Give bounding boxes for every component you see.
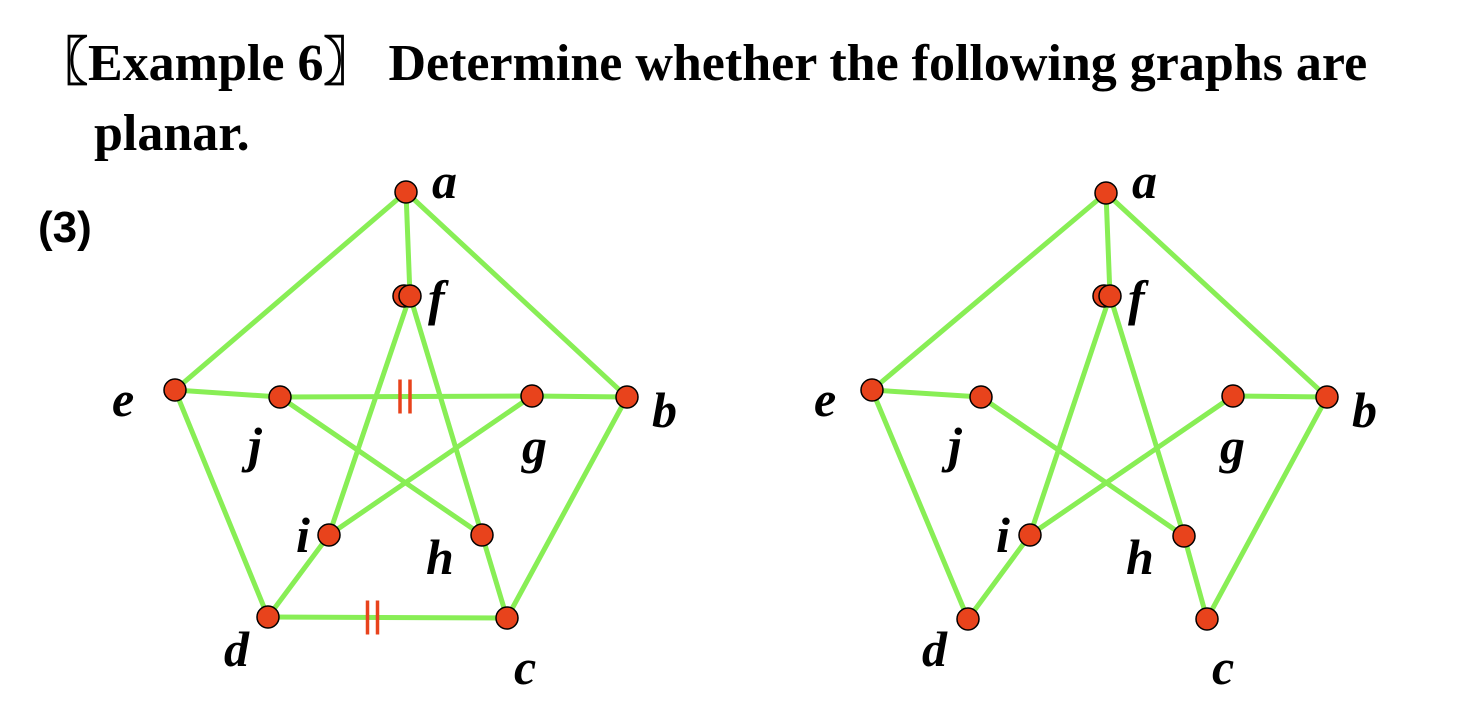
vertex-label-b: b — [1352, 382, 1377, 438]
edge-a-e — [172, 189, 409, 393]
part-label: (3) — [38, 203, 92, 252]
vertex-label-i: i — [296, 507, 310, 563]
edge-e-d — [869, 387, 971, 622]
edge-a-b — [1103, 190, 1330, 400]
vertex-d — [256, 605, 280, 629]
vertex-label-f: f — [428, 270, 449, 326]
vertex-label-e: e — [814, 371, 836, 427]
vertex-h — [1172, 524, 1196, 548]
edge-e-d — [172, 387, 271, 620]
edge-h-c — [479, 532, 510, 621]
vertex-b — [615, 385, 639, 409]
edge-b-c — [504, 394, 630, 621]
graph-left: a b c d e f g h ij — [112, 153, 677, 695]
edge-g-b — [529, 393, 630, 400]
edge-i-d — [965, 532, 1033, 622]
edge-j-g — [277, 393, 535, 400]
vertex-c — [495, 606, 519, 630]
edge-j-h — [978, 394, 1187, 539]
edge-a-b — [403, 189, 630, 400]
vertex-label-c: c — [514, 639, 536, 695]
vertex-d — [956, 607, 980, 631]
vertex-label-h: h — [426, 529, 454, 585]
edge-d-c — [265, 614, 510, 621]
edge-a-f — [403, 189, 413, 299]
edge-f-h — [407, 293, 485, 538]
edge-g-i — [1027, 393, 1236, 538]
vertex-label-h: h — [1126, 529, 1154, 585]
vertex-f — [398, 284, 422, 308]
vertex-label-a: a — [432, 153, 457, 209]
vertex-label-f: f — [1128, 270, 1149, 326]
edge-b-c — [1204, 394, 1330, 622]
edge-f-h — [1107, 293, 1187, 539]
edge-f-i — [326, 293, 413, 538]
edge-a-e — [869, 190, 1109, 393]
vertex-a — [394, 180, 418, 204]
vertex-label-j: j — [941, 417, 963, 473]
edge-f-i — [1027, 293, 1113, 538]
edge-g-b — [1230, 393, 1330, 400]
vertex-g — [1221, 384, 1245, 408]
vertex-label-d: d — [922, 621, 948, 677]
vertex-f — [1098, 284, 1122, 308]
vertex-c — [1195, 607, 1219, 631]
title-line-1: 〖Example 6〗 Determine whether the follow… — [36, 35, 1368, 92]
vertex-label-e: e — [112, 371, 134, 427]
vertex-label-j: j — [241, 417, 263, 473]
title-line-2: planar. — [94, 105, 250, 162]
vertex-i — [317, 523, 341, 547]
vertex-i — [1018, 523, 1042, 547]
vertex-b — [1315, 385, 1339, 409]
vertex-label-d: d — [224, 621, 250, 677]
vertex-j — [268, 385, 292, 409]
edge-i-d — [265, 532, 332, 620]
graph-right: a b c d e f g h ij — [814, 153, 1377, 695]
vertex-g — [520, 384, 544, 408]
vertex-j — [969, 385, 993, 409]
vertex-a — [1094, 181, 1118, 205]
edge-h-c — [1181, 533, 1210, 622]
vertex-label-b: b — [652, 382, 677, 438]
vertex-e — [860, 378, 884, 402]
vertex-e — [163, 378, 187, 402]
vertex-h — [470, 523, 494, 547]
edge-g-i — [326, 393, 535, 538]
edge-j-h — [277, 394, 485, 538]
edge-a-f — [1103, 190, 1113, 299]
vertex-label-a: a — [1132, 153, 1157, 209]
edge-e-j — [172, 387, 283, 400]
edge-e-j — [869, 387, 984, 400]
vertex-label-g: g — [521, 418, 547, 474]
vertex-label-i: i — [996, 507, 1010, 563]
vertex-label-c: c — [1212, 639, 1234, 695]
vertex-label-g: g — [1219, 418, 1245, 474]
